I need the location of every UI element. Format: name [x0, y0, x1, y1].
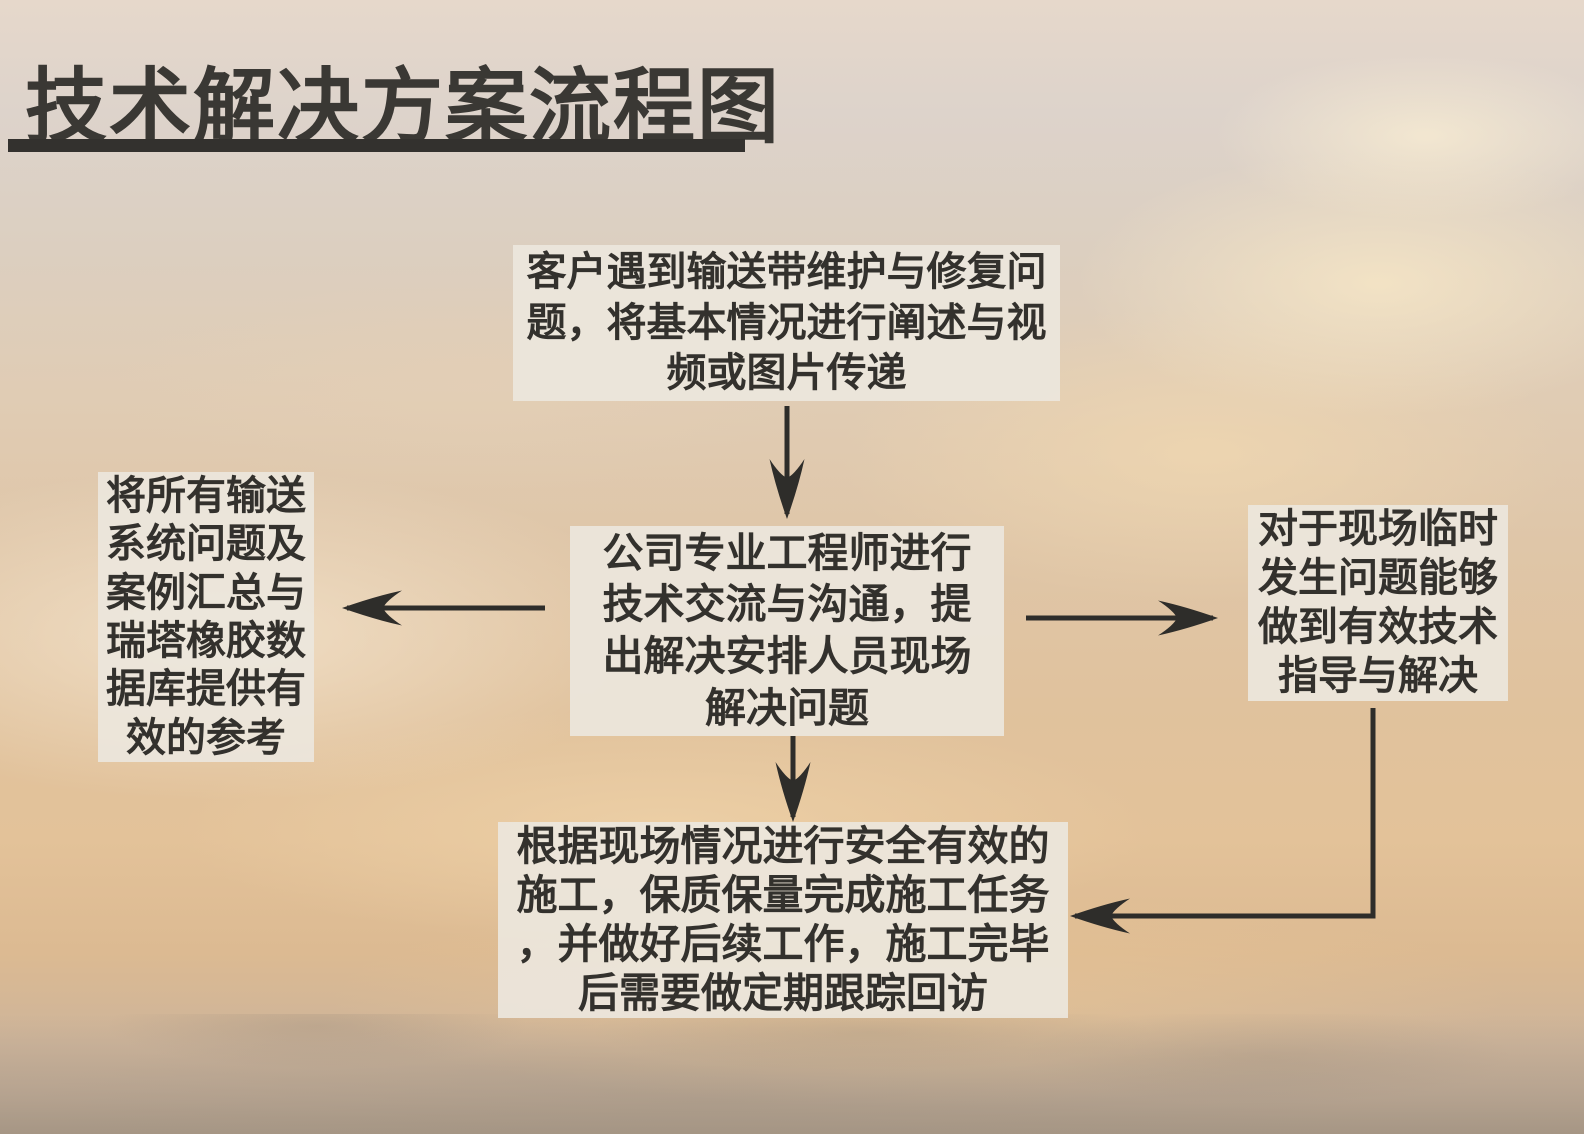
node-construction-followup: 根据现场情况进行安全有效的 施工，保质保量完成施工任务 ，并做好后续工作，施工完… [498, 822, 1068, 1018]
horizon-haze [0, 1014, 1584, 1134]
page-title: 技术解决方案流程图 [25, 62, 782, 153]
node-onsite-guidance: 对于现场临时 发生问题能够 做到有效技术 指导与解决 [1248, 505, 1508, 701]
title-underline [8, 139, 745, 152]
node-engineer-review: 公司专业工程师进行 技术交流与沟通，提 出解决安排人员现场 解决问题 [570, 526, 1004, 736]
node-customer-issue: 客户遇到输送带维护与修复问 题，将基本情况进行阐述与视 频或图片传递 [513, 245, 1060, 401]
node-knowledge-base: 将所有输送 系统问题及 案例汇总与 瑞塔橡胶数 据库提供有 效的参考 [98, 472, 314, 762]
